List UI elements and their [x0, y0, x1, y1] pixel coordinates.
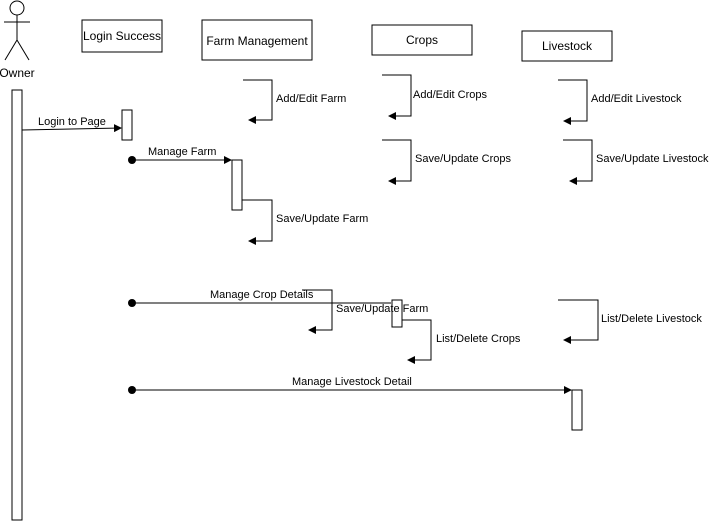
self-call-add-edit-livestock: Add/Edit Livestock — [558, 79, 682, 125]
participant-label: Farm Management — [206, 34, 308, 48]
actor-label: Owner — [0, 66, 35, 80]
participant-livestock: Livestock — [521, 30, 613, 62]
message-label: Manage Crop Details — [210, 289, 314, 301]
message-manage-farm: Manage Farm — [128, 146, 232, 164]
self-call-list-delete-livestock: List/Delete Livestock — [558, 299, 702, 344]
self-call-label: Add/Edit Crops — [413, 89, 487, 101]
self-call-add-edit-farm: Add/Edit Farm — [243, 79, 346, 124]
participant-label: Login Success — [83, 29, 161, 43]
self-call-list-delete-crops: List/Delete Crops — [402, 319, 521, 364]
participant-label: Crops — [406, 33, 438, 47]
self-call-label: Save/Update Crops — [415, 153, 511, 165]
livestock-activation-bar — [571, 389, 583, 431]
participant-label: Livestock — [542, 39, 593, 53]
participant-login-success: Login Success — [81, 19, 163, 53]
self-call-label: Save/Update Farm — [336, 303, 428, 315]
self-call-save-update-livestock: Save/Update Livestock — [563, 139, 709, 185]
message-manage-livestock-detail: Manage Livestock Detail — [128, 376, 572, 394]
self-call-label: Save/Update Livestock — [596, 153, 709, 165]
crops-activation-bar — [391, 299, 403, 328]
actor-owner: Owner — [0, 0, 35, 521]
self-call-label: List/Delete Crops — [436, 333, 521, 345]
self-call-label: Add/Edit Farm — [276, 93, 346, 105]
self-call-label: List/Delete Livestock — [601, 313, 702, 325]
login-success-activation-bar — [121, 109, 133, 141]
farm-management-activation-bar — [231, 159, 243, 211]
participant-crops: Crops — [371, 24, 473, 56]
self-call-label: Add/Edit Livestock — [591, 93, 682, 105]
self-call-save-update-crops: Save/Update Crops — [382, 139, 511, 185]
self-call-add-edit-crops: Add/Edit Crops — [382, 74, 487, 120]
owner-activation-bar — [11, 89, 23, 521]
message-label: Login to Page — [38, 116, 106, 128]
self-call-save-update-farm-2: Save/Update Farm — [302, 289, 428, 334]
self-call-save-update-farm-1: Save/Update Farm — [242, 199, 368, 245]
self-call-label: Save/Update Farm — [276, 213, 368, 225]
message-label: Manage Farm — [148, 146, 216, 158]
message-login-to-page: Login to Page — [21, 116, 122, 133]
stick-figure-icon — [4, 0, 30, 61]
message-label: Manage Livestock Detail — [292, 376, 412, 388]
message-manage-crop-details: Manage Crop Details — [128, 289, 391, 307]
participant-farm-management: Farm Management — [201, 19, 313, 61]
